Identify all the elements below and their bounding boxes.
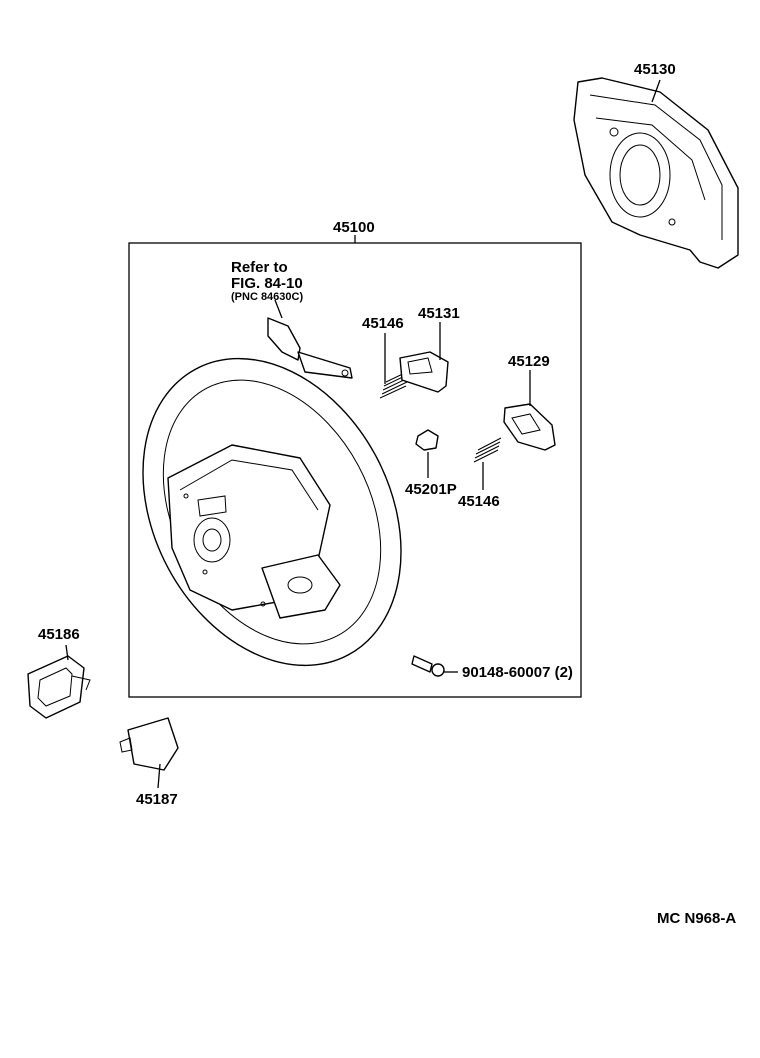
switch-drawing — [267, 299, 353, 379]
ref-line2: FIG. 84-10 — [231, 275, 303, 292]
label-45146-lower: 45146 — [458, 493, 500, 510]
figure-code: MC N968-A — [657, 910, 736, 927]
lower-cover-45187-drawing — [119, 717, 179, 789]
cover-45131-drawing — [399, 322, 449, 393]
label-45131: 45131 — [418, 305, 460, 322]
spring-1-drawing — [379, 333, 412, 399]
screw-drawing — [411, 655, 458, 677]
horn-pad-drawing — [573, 77, 739, 269]
label-45146-upper: 45146 — [362, 315, 404, 332]
label-45130: 45130 — [634, 61, 676, 78]
label-45201P: 45201P — [405, 481, 457, 498]
lower-cover-45186-drawing — [27, 644, 91, 719]
label-45129: 45129 — [508, 353, 550, 370]
ref-line3: (PNC 84630C) — [231, 291, 303, 303]
cover-45129-drawing — [503, 370, 556, 451]
label-45186: 45186 — [38, 626, 80, 643]
ref-line1: Refer to — [231, 259, 288, 276]
label-90148-60007: 90148-60007 (2) — [462, 664, 573, 681]
label-45100: 45100 — [333, 219, 375, 236]
label-45187: 45187 — [136, 791, 178, 808]
steering-wheel-drawing — [142, 357, 402, 667]
clip-drawing — [415, 429, 439, 478]
spring-2-drawing — [473, 437, 502, 490]
